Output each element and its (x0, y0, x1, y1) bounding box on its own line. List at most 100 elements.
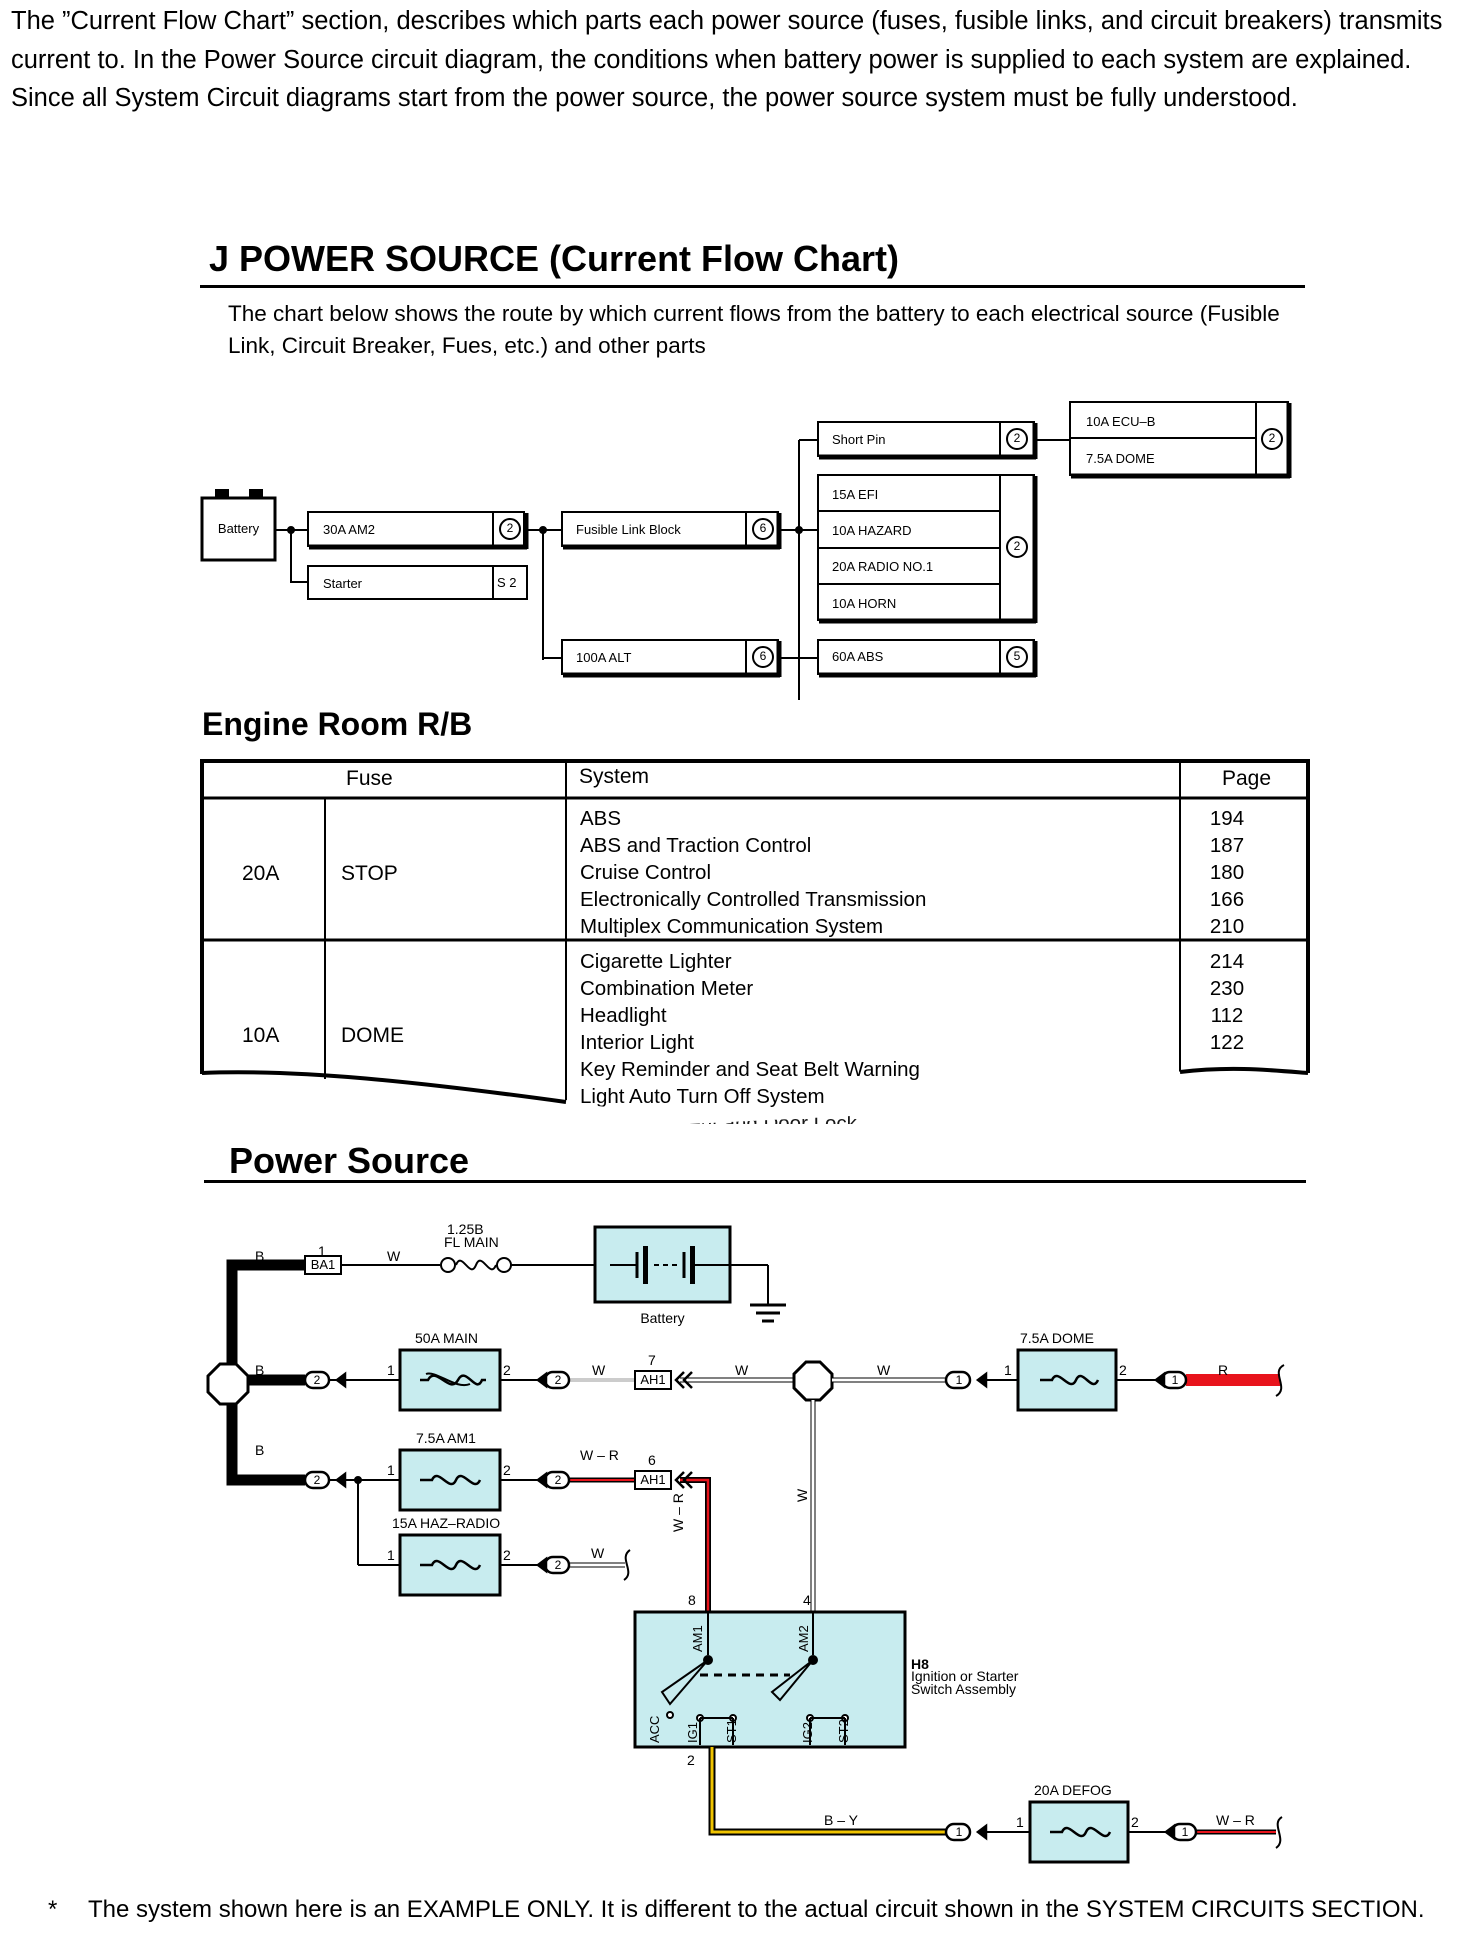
ps-conn-pin: 2 (554, 1558, 562, 1572)
row2-system: Cigarette Lighter (580, 950, 732, 973)
ps-conn-pin: 1 (1171, 1373, 1179, 1387)
ps-wire-w-5: W (591, 1545, 605, 1561)
fc-short-pin-num: 2 (1013, 431, 1021, 445)
ps-wire-b-3: B (255, 1442, 265, 1458)
fc-battery-label: Battery (217, 521, 260, 536)
ps-switch-st2: ST2 (836, 1719, 851, 1743)
row1-page: 180 (1209, 861, 1245, 884)
row2-system: Interior Light (580, 1031, 694, 1054)
ps-conn-pin: 1 (1181, 1825, 1189, 1839)
ps-fl-main-b: FL MAIN (444, 1234, 499, 1250)
row1-amp: 20A (242, 862, 280, 885)
th-fuse: Fuse (346, 767, 393, 790)
fc-am2-label: 30A AM2 (323, 522, 376, 537)
ps-defog-fuse-label: 20A DEFOG (1034, 1782, 1112, 1798)
ps-conn-pin: 1 (955, 1373, 963, 1387)
ps-wire-b-2: B (255, 1362, 265, 1378)
intro-paragraph: The ”Current Flow Chart” section, descri… (11, 7, 1443, 112)
fc-dome-label: 7.5A DOME (1086, 451, 1155, 466)
fc-abs-pin: 5 (1013, 649, 1021, 663)
power-source-rule (204, 1180, 1306, 1183)
row1-system: Cruise Control (580, 861, 712, 884)
row2-amp: 10A (242, 1024, 280, 1047)
ps-switch-name: Ignition or Starter Switch Assembly (911, 1669, 1018, 1697)
ps-conn-pin: 2 (554, 1473, 562, 1487)
ps-switch-pin8: 8 (688, 1592, 696, 1608)
fc-hazard-label: 10A HAZARD (832, 523, 912, 538)
ps-dome-fuse-label: 7.5A DOME (1020, 1330, 1094, 1346)
row1-system: Multiplex Communication System (580, 915, 884, 938)
row2-system: Headlight (580, 1004, 667, 1027)
ps-main-pin1: 1 (387, 1362, 395, 1378)
ps-conn-pin: 2 (554, 1373, 562, 1387)
ps-switch-name-line2: Switch Assembly (911, 1681, 1017, 1697)
row2-systems: Cigarette Lighter Combination Meter Head… (580, 948, 920, 1124)
ps-switch-am2: AM2 (796, 1625, 811, 1652)
row1-systems: ABS ABS and Traction Control Cruise Cont… (580, 805, 926, 940)
ps-switch-code: H8 (911, 1656, 929, 1672)
relay-block-title: Engine Room R/B (202, 706, 473, 742)
row2-page: 214 (1209, 950, 1245, 973)
ps-conn-pin: 1 (955, 1825, 963, 1839)
ps-wire-by: B – Y (824, 1812, 858, 1828)
ps-ah1-pin7: 7 (648, 1352, 656, 1368)
ps-switch-st1: ST1 (724, 1719, 739, 1743)
power-source-title: Power Source (229, 1140, 470, 1181)
row2-system: Combination Meter (580, 977, 754, 1000)
ps-wire-w-1: W (387, 1248, 401, 1264)
row1-system: Electronically Controlled Transmission (580, 888, 927, 911)
ps-ah1-label: AH1 (640, 1372, 666, 1387)
ps-wire-wr-1: W – R (580, 1447, 619, 1463)
ps-haz-pin2: 2 (503, 1547, 511, 1563)
ps-wire-wr-vertical: W – R (670, 1493, 686, 1532)
ps-wire-wr-2: W – R (1216, 1812, 1255, 1828)
ps-fl-main-a: 1.25B (447, 1221, 484, 1237)
flow-chart-title: J POWER SOURCE (Current Flow Chart) (209, 238, 900, 279)
fc-ecu-group-pin: 2 (1268, 431, 1276, 445)
ps-am1-fuse-label: 7.5A AM1 (416, 1430, 476, 1446)
ps-defog-pin2: 2 (1131, 1814, 1139, 1830)
ps-main-fuse-label: 50A MAIN (415, 1330, 479, 1346)
ps-switch-ig1: IG1 (685, 1722, 700, 1743)
ps-wire-b-1: B (255, 1248, 265, 1264)
ps-wire-w-2: W (592, 1362, 606, 1378)
ps-switch-acc: ACC (647, 1715, 662, 1743)
fc-fuse-group-pin: 2 (1013, 539, 1021, 553)
row2-system: Key Reminder and Seat Belt Warning (580, 1058, 920, 1081)
ps-wire-w-vertical: W (794, 1488, 810, 1502)
ps-main-pin2: 2 (503, 1362, 511, 1378)
ps-battery-label: Battery (640, 1310, 685, 1326)
flow-chart-description: The chart below shows the route by which… (228, 301, 1280, 358)
title-rule (200, 285, 1305, 288)
ps-conn-pin: 2 (313, 1373, 321, 1387)
footnote-star: * (48, 1896, 58, 1923)
ps-am1-pin1: 1 (387, 1462, 395, 1478)
row2-page: 122 (1209, 1031, 1245, 1054)
ps-haz-pin1: 1 (387, 1547, 395, 1563)
row1-page: 187 (1209, 834, 1245, 857)
ps-haz-fuse-label: 15A HAZ–RADIO (392, 1515, 501, 1531)
fc-ecu-b-label: 10A ECU–B (1086, 414, 1156, 429)
ps-dome-pin2: 2 (1119, 1362, 1127, 1378)
fc-starter-pin: S 2 (497, 575, 517, 590)
fc-flb-label: Fusible Link Block (576, 522, 681, 537)
row2-system-cut: Theft Deterrent and Door Lock (580, 1112, 857, 1124)
ps-dome-pin1: 1 (1004, 1362, 1012, 1378)
ps-ah1-pin6: 6 (648, 1452, 656, 1468)
ps-defog-pin1: 1 (1016, 1814, 1024, 1830)
ps-switch-ig2: IG2 (800, 1722, 815, 1743)
ps-conn-pin: 2 (313, 1473, 321, 1487)
ps-switch-pin2: 2 (687, 1752, 695, 1768)
ps-ah1-label-2: AH1 (640, 1472, 666, 1487)
row2-system: Light Auto Turn Off System (580, 1085, 825, 1108)
fc-am2-pin: 2 (506, 521, 514, 535)
fc-flb-pin: 6 (759, 521, 767, 535)
ps-wire-w-4: W (877, 1362, 891, 1378)
th-system: System (579, 765, 650, 788)
footnote-text: The system shown here is an EXAMPLE ONLY… (88, 1896, 1425, 1923)
ps-wire-w-3: W (735, 1362, 749, 1378)
